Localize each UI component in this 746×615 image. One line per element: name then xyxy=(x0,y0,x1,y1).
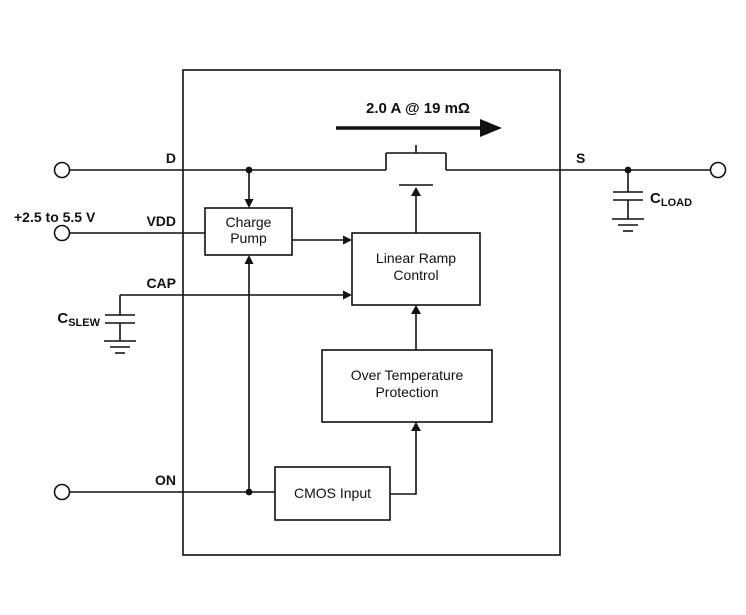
d-pin-label: D xyxy=(166,150,176,166)
cap-to-lrc-arrow xyxy=(343,290,352,300)
charge-pump-to-lrc-arrow xyxy=(343,235,352,245)
cslew-ground-icon xyxy=(104,340,136,354)
on-to-charge-pump-arrow xyxy=(244,255,254,264)
s-net: S xyxy=(446,150,727,179)
current-flow-arrow-head xyxy=(480,119,502,137)
s-terminal xyxy=(709,161,727,179)
linear-ramp-control-block: Linear Ramp Control xyxy=(351,232,481,306)
otp-to-lrc-arrow xyxy=(411,305,421,314)
gate-drive-arrow xyxy=(411,187,421,196)
cslew-label: CSLEW xyxy=(57,310,100,329)
vdd-terminal xyxy=(53,224,71,242)
cmos-to-otp-arrow xyxy=(411,422,421,431)
current-rating-annotation: 2.0 A @ 19 mΩ xyxy=(336,100,502,137)
d-terminal xyxy=(53,161,71,179)
mosfet-symbol xyxy=(385,145,447,233)
over-temperature-protection-block: Over Temperature Protection xyxy=(321,305,493,423)
current-rating-label: 2.0 A @ 19 mΩ xyxy=(366,100,470,117)
cload-label: CLOAD xyxy=(650,190,692,209)
cmos-input-block: CMOS Input xyxy=(274,422,421,521)
cmos-to-otp-wire xyxy=(390,429,417,495)
cload-capacitor: CLOAD xyxy=(612,170,692,232)
otp-label-line1: Over Temperature xyxy=(351,367,464,383)
charge-pump-block: Charge Pump xyxy=(204,207,352,256)
ic-boundary-box xyxy=(182,69,561,556)
charge-pump-label-line2: Pump xyxy=(230,230,267,246)
cmos-input-label: CMOS Input xyxy=(294,485,371,501)
s-pin-label: S xyxy=(576,150,585,166)
vdd-net: VDD +2.5 to 5.5 V xyxy=(14,209,205,242)
cload-ground-icon xyxy=(612,218,644,232)
d-net: D xyxy=(53,150,386,208)
on-terminal xyxy=(53,483,71,501)
on-net: ON xyxy=(53,255,275,501)
cap-net: CAP CSLEW xyxy=(57,275,352,354)
d-to-charge-pump-arrow xyxy=(244,199,254,208)
cslew-capacitor: CSLEW xyxy=(57,295,136,354)
lrc-label-line2: Control xyxy=(393,267,438,283)
on-pin-label: ON xyxy=(155,472,176,488)
otp-label-line2: Protection xyxy=(375,384,438,400)
supply-range-label: +2.5 to 5.5 V xyxy=(14,209,96,225)
cap-pin-label: CAP xyxy=(146,275,176,291)
charge-pump-label-line1: Charge xyxy=(226,214,272,230)
lrc-label-line1: Linear Ramp xyxy=(376,250,456,266)
vdd-pin-label: VDD xyxy=(146,213,176,229)
